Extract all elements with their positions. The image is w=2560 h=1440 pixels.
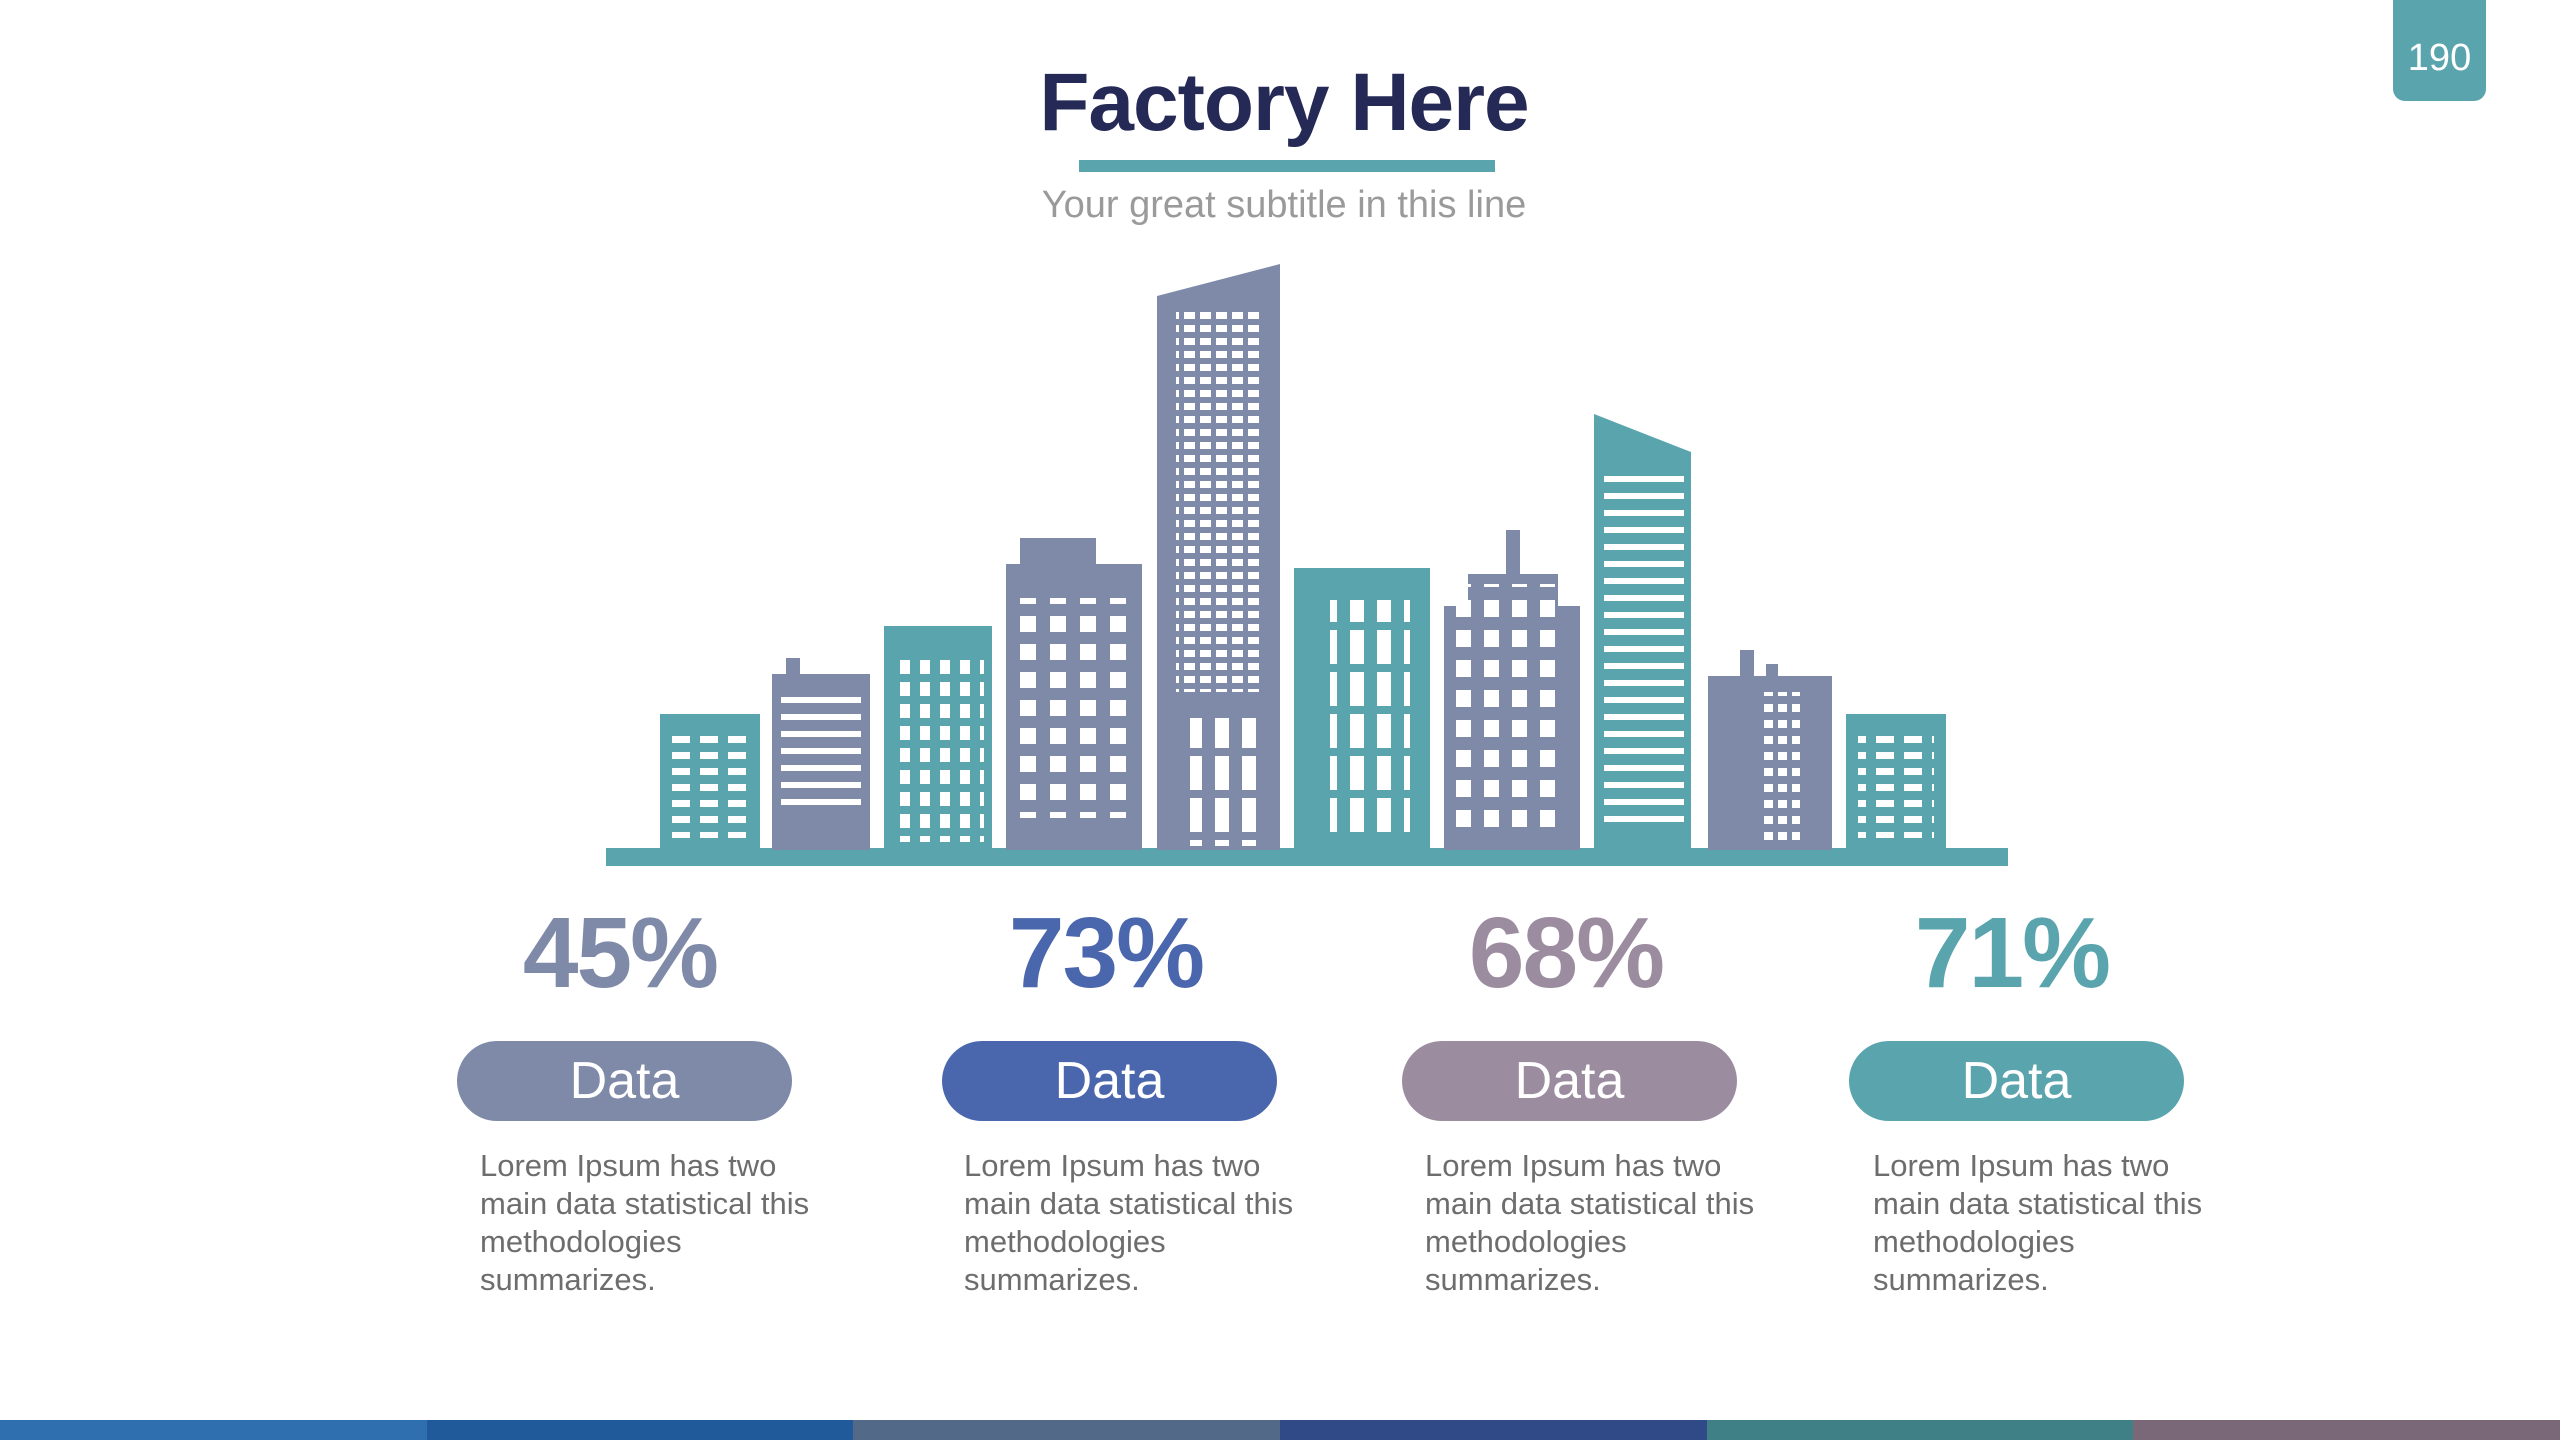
data-pill-1: Data — [457, 1041, 792, 1121]
building-5 — [1157, 264, 1280, 850]
building-9 — [1708, 650, 1832, 850]
page-subtitle: Your great subtitle in this line — [1041, 184, 1527, 226]
footer-segment-6 — [2133, 1420, 2560, 1440]
stat-value-1: 45% — [522, 897, 719, 1009]
building-7 — [1444, 530, 1580, 850]
building-1 — [660, 714, 760, 850]
footer-segment-3 — [853, 1420, 1281, 1440]
building-3 — [884, 626, 992, 850]
stat-value-4: 71% — [1914, 897, 2111, 1009]
stat-description-3: Lorem Ipsum has two main data statistica… — [1425, 1148, 1755, 1297]
city-skyline-illustration — [606, 264, 2008, 866]
footer-segment-2 — [426, 1420, 854, 1440]
building-2 — [772, 658, 870, 850]
data-pill-4: Data — [1849, 1041, 2184, 1121]
title-underline — [1079, 160, 1495, 172]
footer-color-bar — [0, 1420, 2560, 1440]
building-10 — [1846, 714, 1946, 850]
ground-bar — [606, 848, 2008, 866]
stat-value-3: 68% — [1468, 897, 1665, 1009]
stat-value-2: 73% — [1008, 897, 1205, 1009]
page-title: Factory Here — [1039, 57, 1529, 148]
footer-segment-4 — [1280, 1420, 1707, 1440]
footer-segment-5 — [1706, 1420, 2134, 1440]
data-pill-2: Data — [942, 1041, 1277, 1121]
stat-description-1: Lorem Ipsum has two main data statistica… — [480, 1148, 810, 1297]
building-4 — [1006, 538, 1142, 850]
building-6 — [1294, 568, 1430, 850]
building-8 — [1594, 414, 1691, 850]
footer-segment-1 — [0, 1420, 427, 1440]
data-pill-3: Data — [1402, 1041, 1737, 1121]
stat-description-2: Lorem Ipsum has two main data statistica… — [964, 1148, 1294, 1297]
page-number-badge: 190 — [2393, 0, 2486, 101]
stat-description-4: Lorem Ipsum has two main data statistica… — [1873, 1148, 2203, 1297]
